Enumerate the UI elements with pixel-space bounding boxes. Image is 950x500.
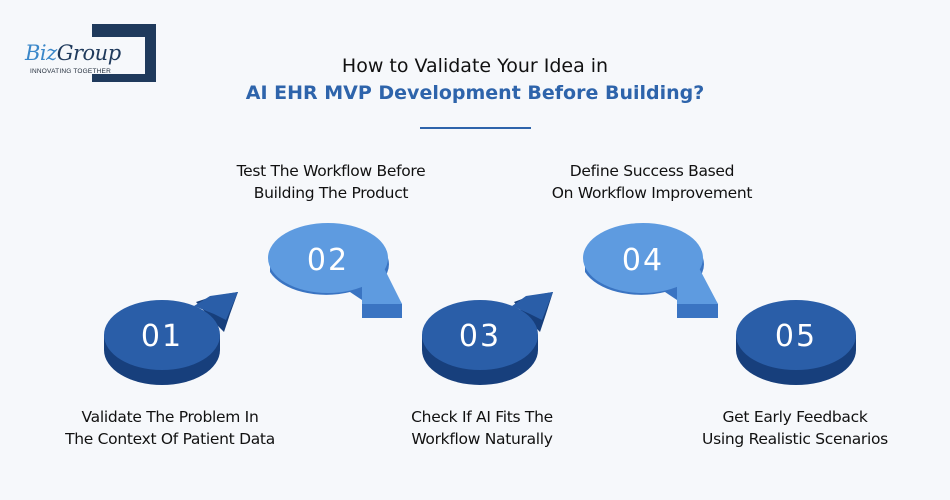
step-04-label-line2: On Workflow Improvement — [551, 184, 753, 202]
step-02-label-line1: Test The Workflow Before — [236, 162, 426, 180]
page-title-line1: How to Validate Your Idea in — [341, 55, 609, 77]
step-01-disc: 01 — [104, 292, 238, 385]
bizgroup-logo: BizGroup INNOVATING TOGETHER — [22, 24, 157, 82]
step-01-label-line2: The Context Of Patient Data — [65, 430, 275, 448]
step-02-label-line2: Building The Product — [253, 184, 409, 202]
step-01-label-line1: Validate The Problem In — [81, 408, 259, 426]
step-04-label: Define Success Based On Workflow Improve… — [502, 160, 802, 204]
step-02-number: 02 — [307, 243, 349, 278]
logo-brand-part2: Group — [56, 41, 121, 65]
step-03-disc: 03 — [422, 292, 553, 385]
step-05-label: Get Early Feedback Using Realistic Scena… — [645, 406, 945, 450]
step-05-label-line1: Get Early Feedback — [722, 408, 868, 426]
logo-tagline: INNOVATING TOGETHER — [30, 68, 111, 75]
step-05-disc: 05 — [736, 300, 856, 385]
step-04-disc: 04 — [583, 223, 718, 318]
step-03-label: Check If AI Fits The Workflow Naturally — [332, 406, 632, 450]
step-04-number: 04 — [622, 243, 664, 278]
page-title-line2: AI EHR MVP Development Before Building? — [245, 82, 705, 104]
logo-wordmark: BizGroup — [25, 41, 121, 65]
step-03-label-line1: Check If AI Fits The — [411, 408, 553, 426]
step-01-label: Validate The Problem In The Context Of P… — [20, 406, 320, 450]
step-05-label-line2: Using Realistic Scenarios — [702, 430, 888, 448]
logo-brand-part1: Biz — [25, 41, 57, 65]
step-03-number: 03 — [459, 319, 501, 354]
step-05-number: 05 — [775, 319, 817, 354]
step-03-label-line2: Workflow Naturally — [411, 430, 553, 448]
logo-frame-cutout — [92, 37, 145, 74]
step-01-number: 01 — [141, 319, 183, 354]
title-underline — [420, 127, 531, 129]
step-02-label: Test The Workflow Before Building The Pr… — [181, 160, 481, 204]
step-04-label-line1: Define Success Based — [569, 162, 735, 180]
step-02-disc: 02 — [268, 223, 402, 318]
